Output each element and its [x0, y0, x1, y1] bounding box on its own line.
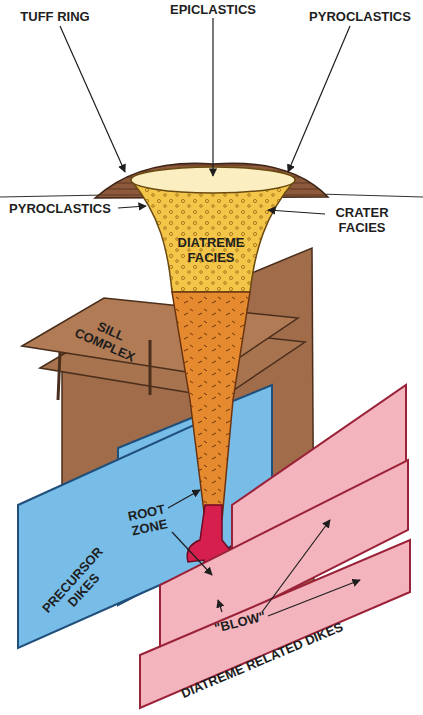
leader-line	[268, 210, 325, 214]
part-label: DIATREME FACIES	[169, 235, 253, 265]
related-dike	[140, 540, 410, 708]
part-label: PRECURSOR DIKES	[35, 539, 122, 630]
part-label: PYROCLASTICS	[2, 201, 118, 216]
leader-line	[168, 490, 200, 508]
part-label: ROOT ZONE	[117, 500, 178, 541]
part-label: SILL COMPLEX	[64, 307, 153, 369]
leader-line	[60, 26, 125, 172]
leader-line	[288, 26, 350, 172]
part-label: EPICLASTICS	[158, 2, 268, 17]
part-label: PYROCLASTICS	[300, 9, 420, 24]
leader-line	[218, 600, 222, 612]
ground-line	[0, 195, 105, 197]
leader-line	[262, 520, 330, 612]
part-label: TUFF RING	[0, 9, 110, 24]
part-label: CRATER FACIES	[324, 205, 400, 235]
part-label: "BLOW"	[204, 606, 276, 637]
sill-plane	[22, 298, 298, 376]
tuff-ring	[95, 163, 328, 198]
leader-line	[118, 206, 146, 208]
leader-line	[212, 18, 213, 176]
ground-line	[318, 194, 423, 197]
leader-line	[268, 580, 360, 616]
diatreme-facies	[172, 292, 250, 520]
leader-line	[172, 532, 212, 575]
crater-facies	[131, 180, 295, 292]
